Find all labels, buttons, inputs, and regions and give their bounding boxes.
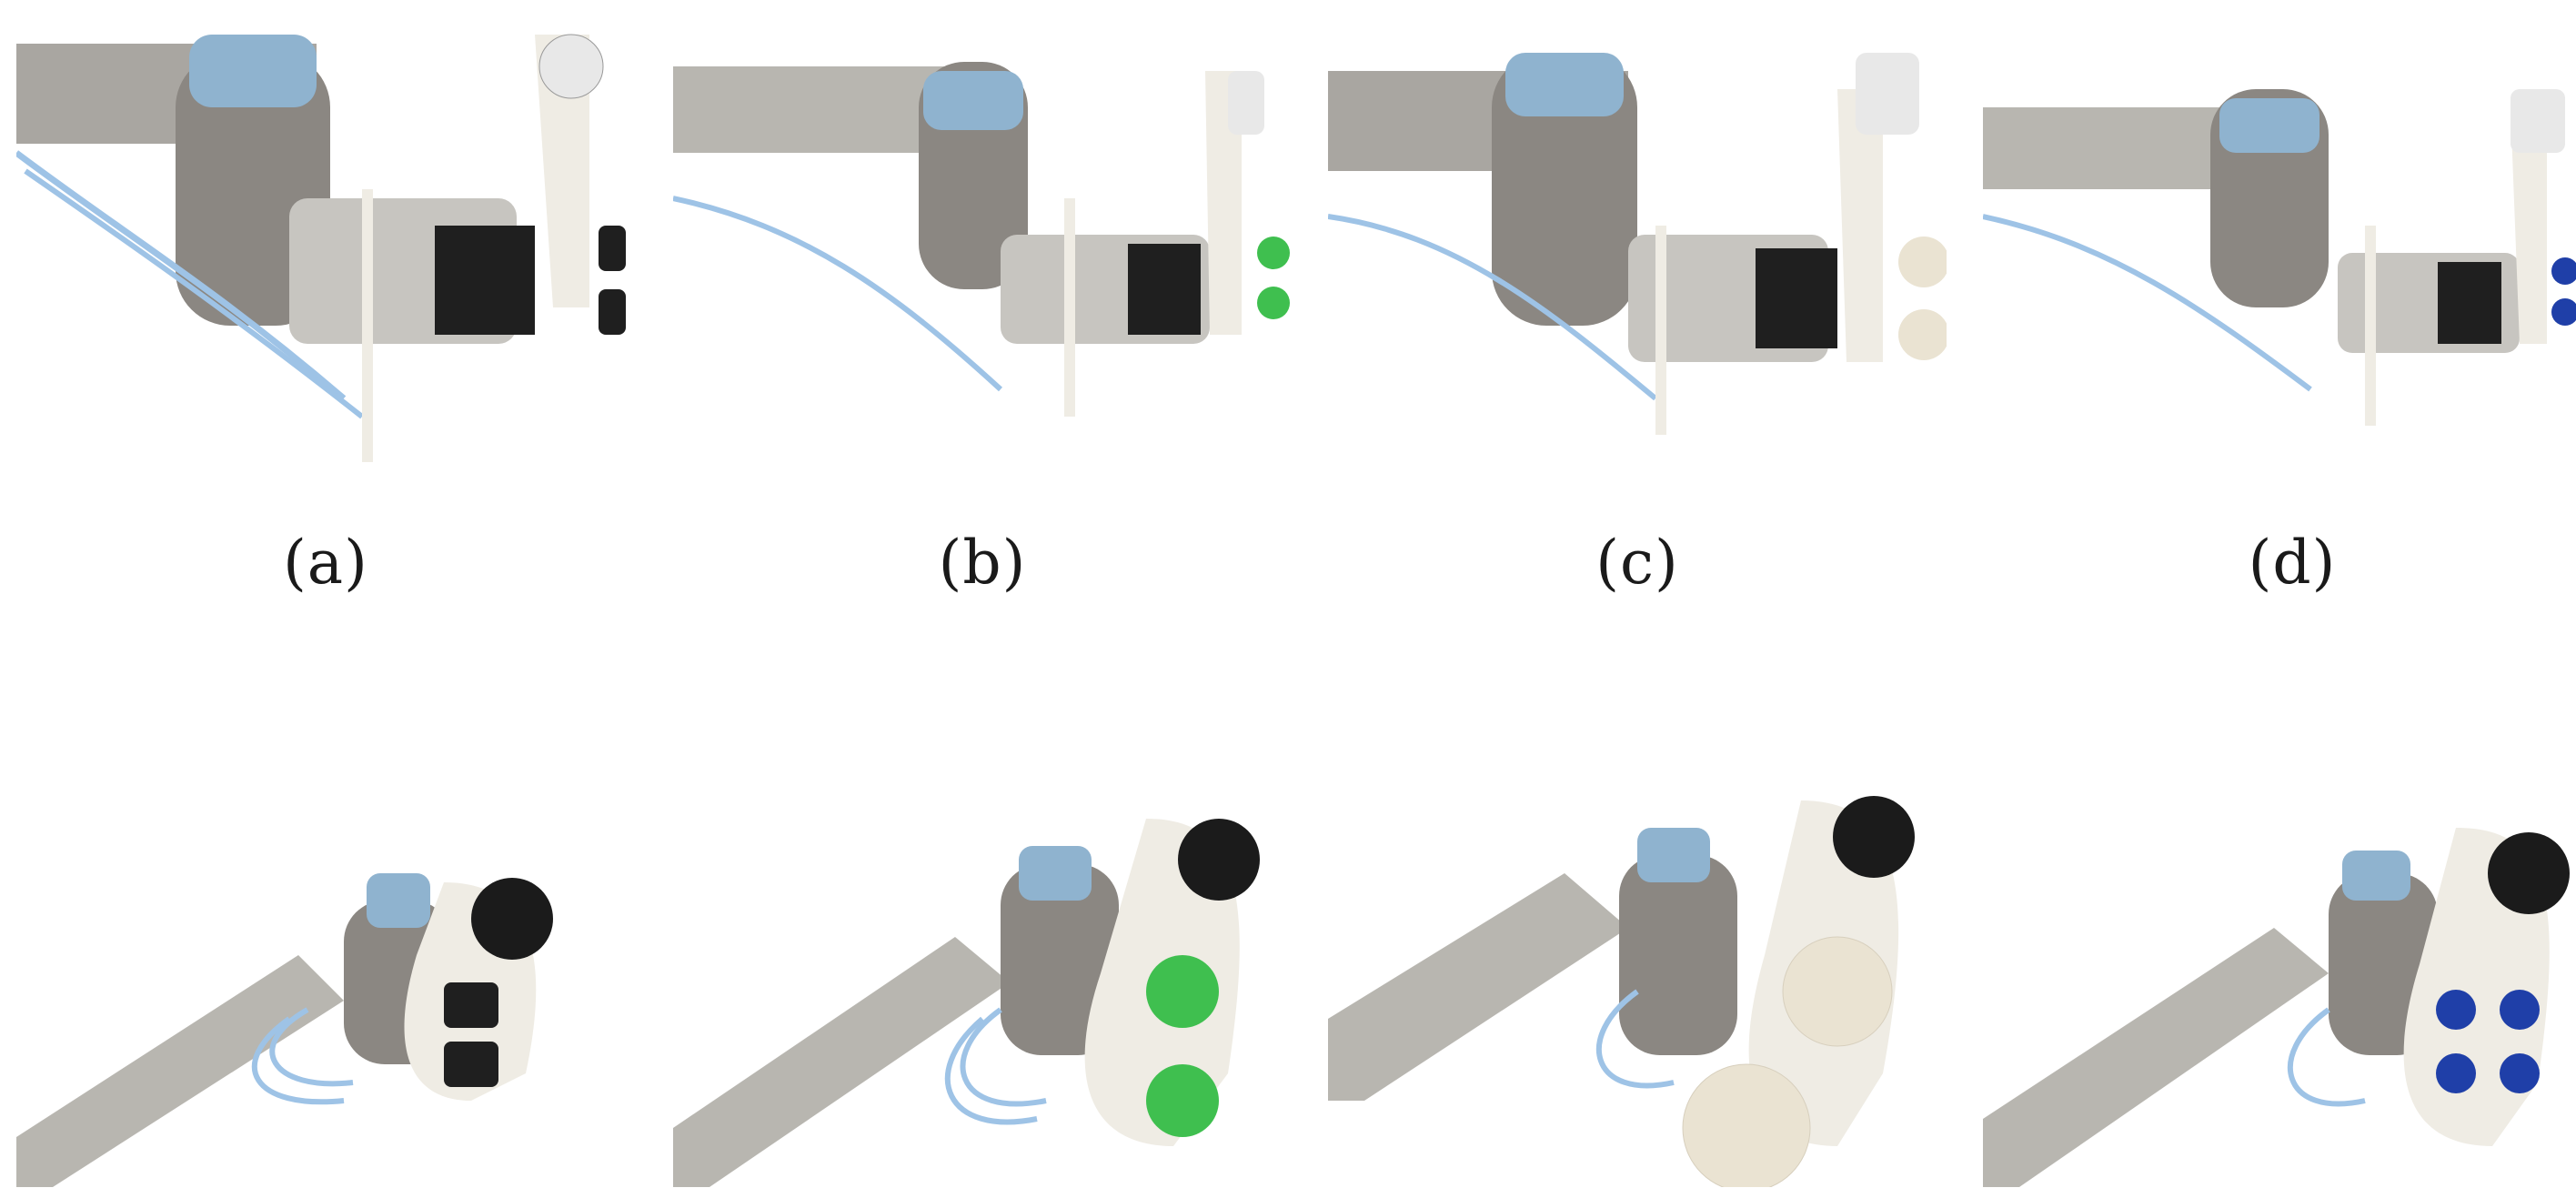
photo-panel-c-front [1328, 719, 1947, 1187]
photo-panel-c-side [1328, 16, 1947, 471]
robot-arm-front-image-a [16, 873, 553, 1187]
photo-panel-d-front [1983, 719, 2576, 1187]
robot-arm-front-image-d [1983, 828, 2570, 1187]
caption-b: (b) [938, 528, 1027, 598]
caption-c: (c) [1595, 528, 1679, 598]
caption-a: (a) [283, 528, 368, 598]
photo-panel-b-front [673, 719, 1292, 1187]
photo-panel-d-side [1983, 16, 2576, 471]
robot-arm-side-image-a [16, 34, 626, 462]
robot-arm-front-image-b [673, 819, 1260, 1187]
caption-d: (d) [2248, 528, 2337, 598]
photo-panel-b-side [673, 16, 1292, 471]
photo-panel-a-side [16, 16, 635, 471]
robot-arm-side-image-b [673, 62, 1290, 417]
robot-arm-side-image-c [1328, 53, 1947, 435]
robot-arm-side-image-d [1983, 89, 2576, 426]
robot-arm-front-image-c [1328, 796, 1915, 1187]
photo-panel-a-front [16, 719, 635, 1187]
